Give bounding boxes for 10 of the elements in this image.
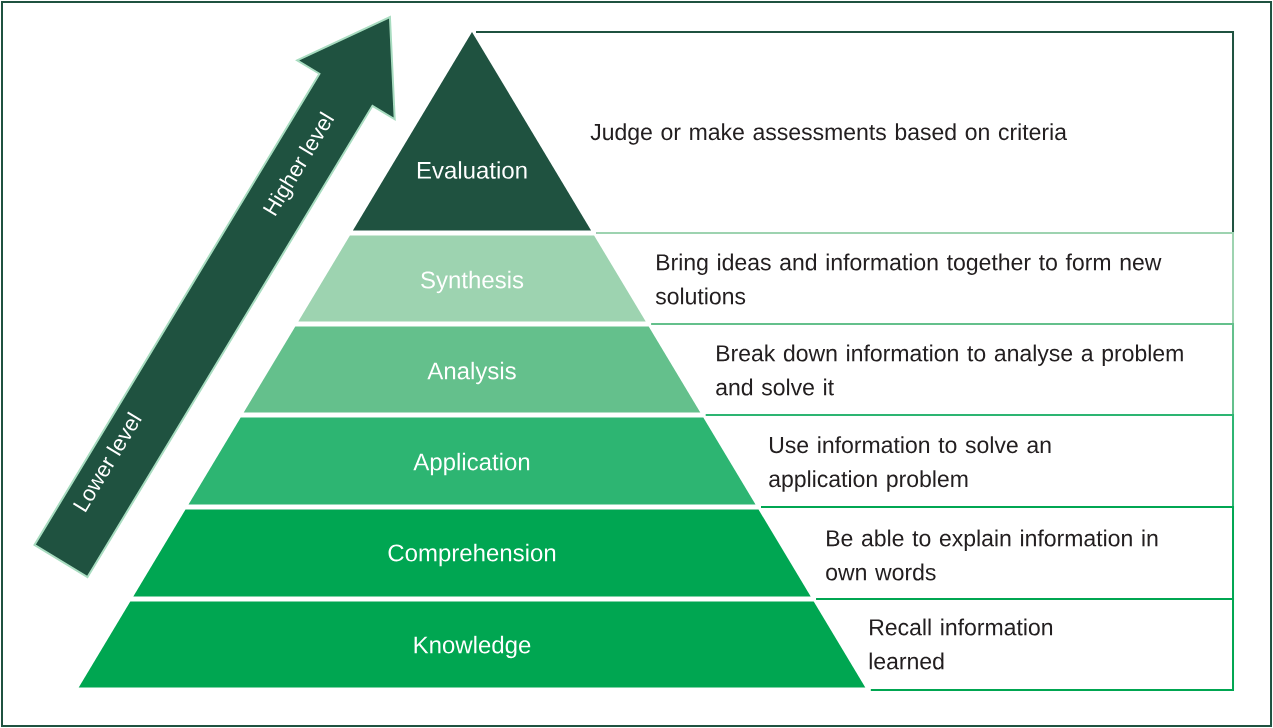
description-box: Use information to solve an application problem (704, 414, 1234, 508)
description-box: Be able to explain information in own words (760, 506, 1234, 600)
description-box: Bring ideas and information together to form new solutions (595, 232, 1234, 325)
pyramid-layer: Application (188, 417, 756, 505)
pyramid-layer: Knowledge (78, 601, 866, 688)
description-box: Break down information to analyse a problem and solve it (650, 323, 1234, 416)
pyramid-layer: Comprehension (133, 509, 811, 597)
pyramid-layer: Synthesis (298, 235, 646, 322)
pyramid-layer: Analysis (243, 326, 701, 413)
description-box: Recall information learned (815, 598, 1234, 691)
